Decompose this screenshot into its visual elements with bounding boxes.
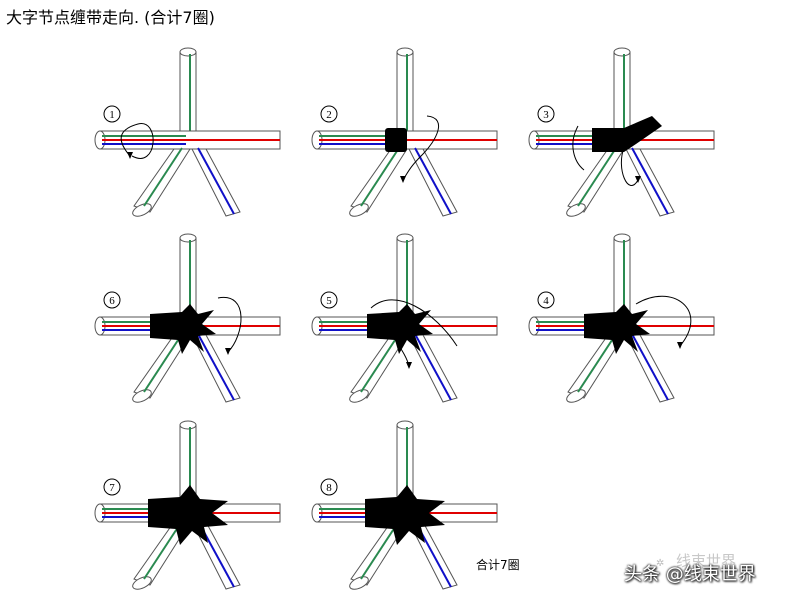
arrowhead-icon xyxy=(400,176,406,183)
arrowhead-icon xyxy=(677,342,683,349)
branch-lower-left xyxy=(350,148,408,213)
step-badge xyxy=(320,105,338,123)
step-badge xyxy=(103,478,121,496)
tape-bigstar xyxy=(365,485,445,545)
branch-lower-left xyxy=(567,148,625,213)
branch-up-end xyxy=(613,233,631,243)
watermark-faint: 线束世界 xyxy=(676,552,737,570)
winding-path xyxy=(572,125,639,187)
tape-star xyxy=(367,304,433,354)
step-number: 7 xyxy=(109,482,115,494)
wire-blue-right xyxy=(631,147,669,215)
arrowhead-icon xyxy=(127,152,133,159)
page-title: 大字节点缠带走向. (合计7圈) xyxy=(6,8,215,27)
watermark-dot-icon: ✲ xyxy=(656,558,665,569)
winding-path xyxy=(120,123,154,159)
branch-lower-left-end xyxy=(349,389,369,403)
branch-up-end xyxy=(179,420,197,430)
branch-lower-left-end xyxy=(349,203,369,217)
branch-up-end xyxy=(613,47,631,57)
wire-green-left xyxy=(577,147,617,207)
branch-up-end xyxy=(179,47,197,57)
arrowhead-icon xyxy=(635,176,641,183)
branch-up-end xyxy=(396,47,414,57)
wire-blue-right xyxy=(414,147,452,215)
step-badge xyxy=(320,291,338,309)
tape-band xyxy=(385,128,407,152)
arrowhead-icon xyxy=(225,348,231,355)
winding-path xyxy=(217,297,242,353)
wire-green-left xyxy=(577,333,617,393)
step-badge xyxy=(320,478,338,496)
branch-lower-left-end xyxy=(566,389,586,403)
wire-green-left xyxy=(360,520,400,580)
step-badge xyxy=(537,291,555,309)
step-number: 4 xyxy=(543,295,549,307)
branch-lower-left-end xyxy=(566,203,586,217)
wire-green-left xyxy=(143,520,183,580)
wire-green-left xyxy=(360,147,400,207)
wire-green-left xyxy=(360,333,400,393)
node-panel-3: 3 xyxy=(528,47,715,217)
node-panel-2: 2 xyxy=(311,47,498,217)
tape-bigstar xyxy=(148,485,228,545)
branch-lower-left xyxy=(133,148,191,213)
wire-blue-right xyxy=(197,147,235,215)
wire-green-left xyxy=(143,147,183,207)
branch-lower-left-end xyxy=(349,576,369,590)
step-number: 2 xyxy=(326,109,332,121)
wire-green-left xyxy=(143,333,183,393)
branch-up xyxy=(179,51,197,141)
branch-up xyxy=(396,51,414,141)
node-panel-4: 6 xyxy=(94,233,281,403)
step-number: 3 xyxy=(543,109,549,121)
tape-diag xyxy=(592,116,662,152)
node-panel-6: 4 xyxy=(528,233,715,403)
wire-blue-right xyxy=(197,333,235,401)
node-panel-5: 5 xyxy=(311,233,498,403)
node-panel-8: 8 xyxy=(311,420,498,590)
node-panel-7: 7 xyxy=(94,420,281,590)
watermark: 头条 @线束世界 xyxy=(624,564,756,585)
caption-total-turns: 合计7圈 xyxy=(476,558,520,572)
winding-path xyxy=(635,295,692,347)
branch-up-end xyxy=(179,233,197,243)
step-number: 5 xyxy=(326,295,332,307)
step-badge xyxy=(537,105,555,123)
wire-blue-right xyxy=(631,333,669,401)
step-number: 8 xyxy=(326,482,332,494)
wire-blue-right xyxy=(414,333,452,401)
step-number: 6 xyxy=(109,295,115,307)
tape-star xyxy=(584,304,650,354)
branch-up-end xyxy=(396,420,414,430)
branch-up-end xyxy=(396,233,414,243)
step-number: 1 xyxy=(109,109,115,121)
step-badge xyxy=(103,291,121,309)
step-badge xyxy=(103,105,121,123)
branch-lower-left-end xyxy=(132,389,152,403)
winding-path xyxy=(402,115,439,181)
node-panel-1: 1 xyxy=(94,47,281,217)
arrowhead-icon xyxy=(406,362,412,369)
branch-lower-left-end xyxy=(132,203,152,217)
tape-star xyxy=(150,304,216,354)
branch-lower-left-end xyxy=(132,576,152,590)
